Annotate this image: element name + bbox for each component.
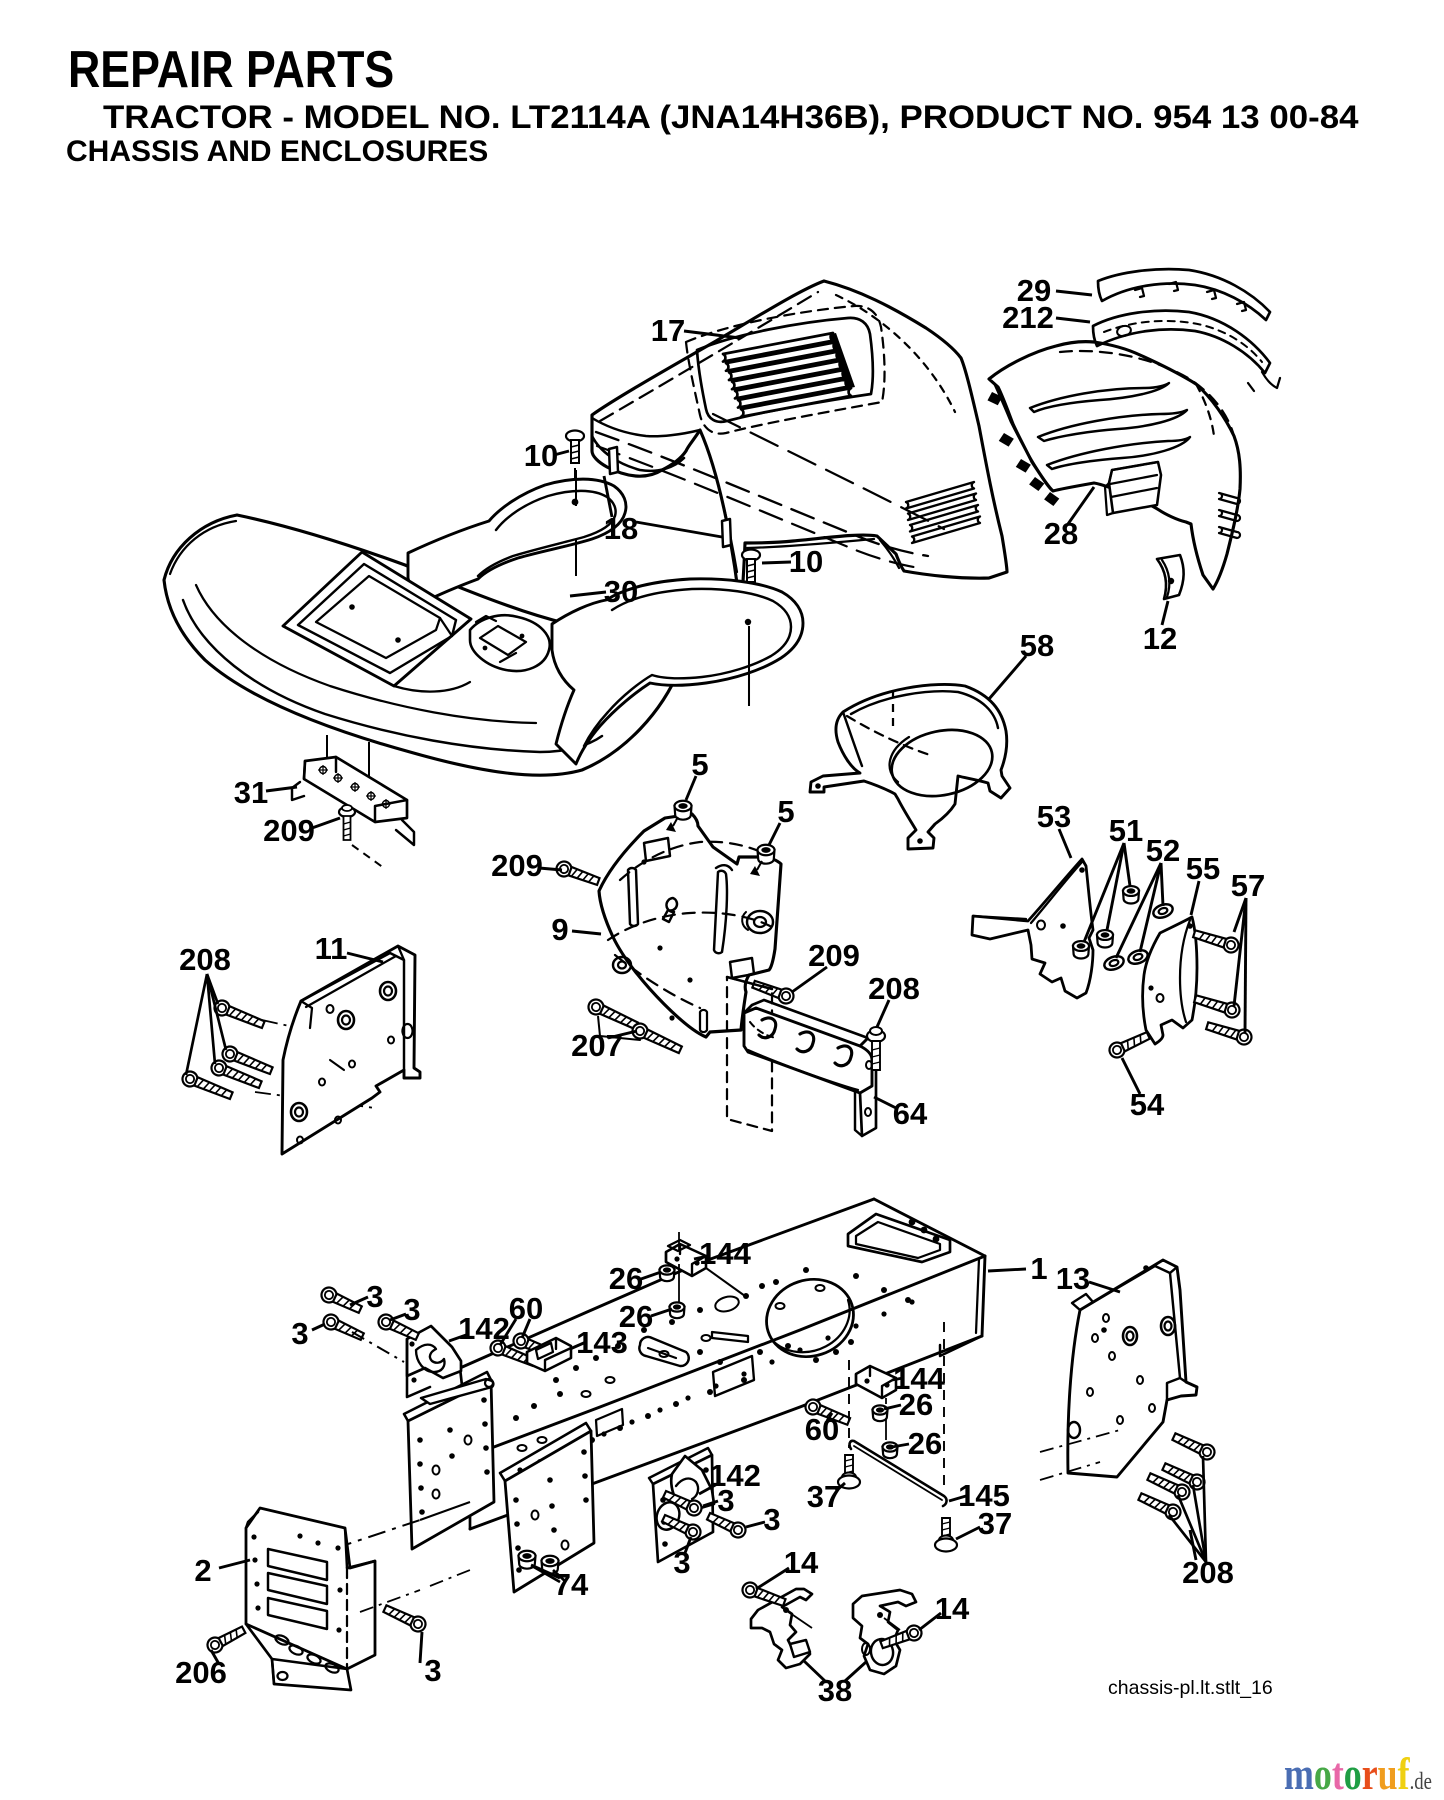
svg-text:3: 3 [763, 1502, 780, 1537]
svg-text:206: 206 [175, 1655, 227, 1690]
svg-text:209: 209 [263, 813, 315, 848]
svg-text:2: 2 [194, 1553, 211, 1588]
svg-text:30: 30 [604, 574, 638, 609]
svg-text:52: 52 [1146, 833, 1180, 868]
svg-text:209: 209 [808, 938, 860, 973]
svg-text:209: 209 [491, 848, 543, 883]
svg-text:37: 37 [978, 1506, 1012, 1541]
svg-text:54: 54 [1130, 1087, 1165, 1122]
svg-text:55: 55 [1186, 851, 1220, 886]
svg-text:31: 31 [234, 775, 268, 810]
svg-text:3: 3 [403, 1292, 420, 1327]
svg-text:74: 74 [554, 1567, 589, 1602]
svg-text:10: 10 [524, 438, 558, 473]
svg-text:10: 10 [789, 544, 823, 579]
svg-text:29: 29 [1017, 273, 1051, 308]
svg-text:51: 51 [1109, 813, 1143, 848]
svg-text:12: 12 [1143, 621, 1177, 656]
svg-text:26: 26 [609, 1261, 643, 1296]
svg-text:3: 3 [673, 1545, 690, 1580]
svg-text:9: 9 [551, 912, 568, 947]
svg-text:26: 26 [899, 1387, 933, 1422]
svg-text:144: 144 [699, 1236, 751, 1271]
svg-text:3: 3 [717, 1483, 734, 1518]
svg-text:145: 145 [958, 1478, 1010, 1513]
svg-text:14: 14 [784, 1545, 819, 1580]
svg-text:18: 18 [604, 511, 638, 546]
svg-text:60: 60 [805, 1412, 839, 1447]
svg-text:11: 11 [315, 931, 348, 966]
svg-text:3: 3 [366, 1279, 383, 1314]
svg-text:142: 142 [458, 1311, 510, 1346]
svg-text:5: 5 [691, 747, 708, 782]
svg-text:212: 212 [1002, 300, 1054, 335]
svg-text:208: 208 [1182, 1555, 1234, 1590]
svg-text:3: 3 [291, 1316, 308, 1351]
svg-text:26: 26 [619, 1299, 653, 1334]
svg-text:64: 64 [893, 1096, 928, 1131]
svg-text:28: 28 [1044, 516, 1078, 551]
svg-text:208: 208 [868, 971, 920, 1006]
svg-text:26: 26 [908, 1426, 942, 1461]
svg-text:207: 207 [571, 1028, 623, 1063]
svg-text:3: 3 [424, 1653, 441, 1688]
svg-text:57: 57 [1231, 868, 1265, 903]
svg-text:13: 13 [1056, 1261, 1090, 1296]
svg-text:142: 142 [709, 1458, 761, 1493]
svg-text:53: 53 [1037, 799, 1071, 834]
svg-text:37: 37 [807, 1479, 841, 1514]
svg-text:5: 5 [777, 794, 794, 829]
svg-text:14: 14 [935, 1591, 970, 1626]
svg-text:208: 208 [179, 942, 231, 977]
svg-text:1: 1 [1030, 1251, 1047, 1286]
svg-text:17: 17 [651, 313, 685, 348]
